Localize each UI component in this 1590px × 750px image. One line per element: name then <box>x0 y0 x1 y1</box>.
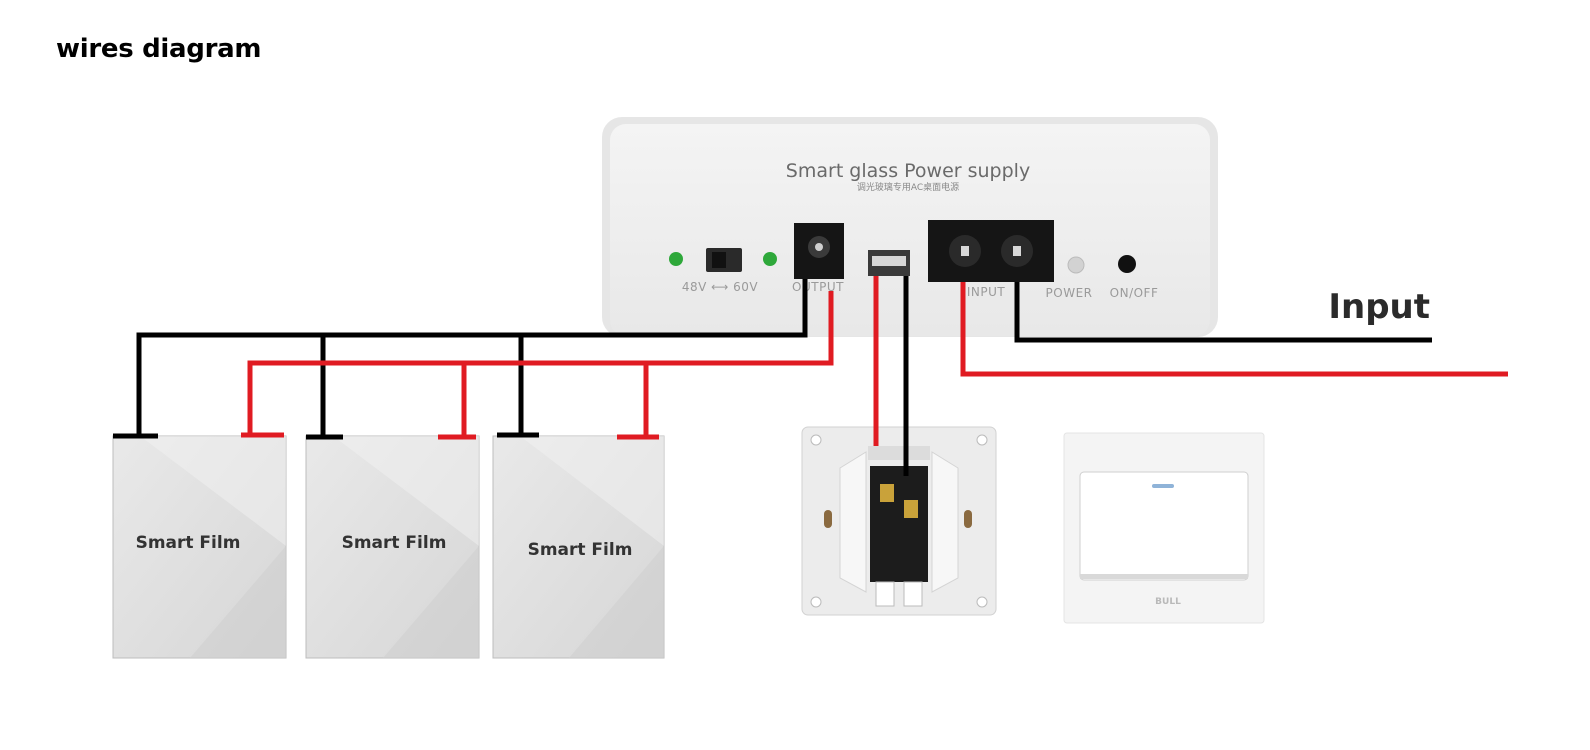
input-label: Input <box>1328 287 1430 327</box>
voltage-led-left-icon <box>669 252 683 266</box>
smart-film-label-1: Smart Film <box>136 533 241 553</box>
black-wires <box>113 279 808 440</box>
switch-indicator-icon <box>1152 484 1174 488</box>
on-off-button[interactable] <box>1118 255 1136 273</box>
red-wires <box>241 291 834 440</box>
output-label: OUTPUT <box>792 280 844 294</box>
power-supply-title: Smart glass Power supply <box>786 160 1030 182</box>
output-dc-jack <box>794 223 844 279</box>
voltage-selector-switch[interactable] <box>706 248 742 272</box>
voltage-led-right-icon <box>763 252 777 266</box>
smart-film-label-3: Smart Film <box>528 540 633 560</box>
switch-brand-label: BULL <box>1155 597 1181 607</box>
power-label: POWER <box>1046 286 1093 300</box>
on-off-label: ON/OFF <box>1110 286 1159 300</box>
power-led-icon <box>1067 256 1085 274</box>
wall-switch-front[interactable]: BULL <box>1063 432 1265 624</box>
page-title: wires diagram <box>56 34 262 64</box>
input-cables <box>960 282 1508 377</box>
power-supply: Smart glass Power supply 调光玻璃专用AC桌面电源 48… <box>602 117 1218 337</box>
voltage-switch-label: 48V ⟷ 60V <box>682 280 759 294</box>
smart-film-panel-2: Smart Film <box>305 435 480 659</box>
switch-connector <box>868 250 910 276</box>
input-port-label: INPUT <box>967 285 1006 299</box>
ac-input-socket <box>928 220 1054 282</box>
smart-film-panel-3: Smart Film <box>492 435 665 659</box>
power-supply-subtitle: 调光玻璃专用AC桌面电源 <box>857 181 959 193</box>
switch-wires <box>873 276 909 476</box>
smart-film-panel-1: Smart Film <box>112 435 287 659</box>
smart-film-label-2: Smart Film <box>342 533 447 553</box>
wall-switch-back <box>801 426 997 616</box>
